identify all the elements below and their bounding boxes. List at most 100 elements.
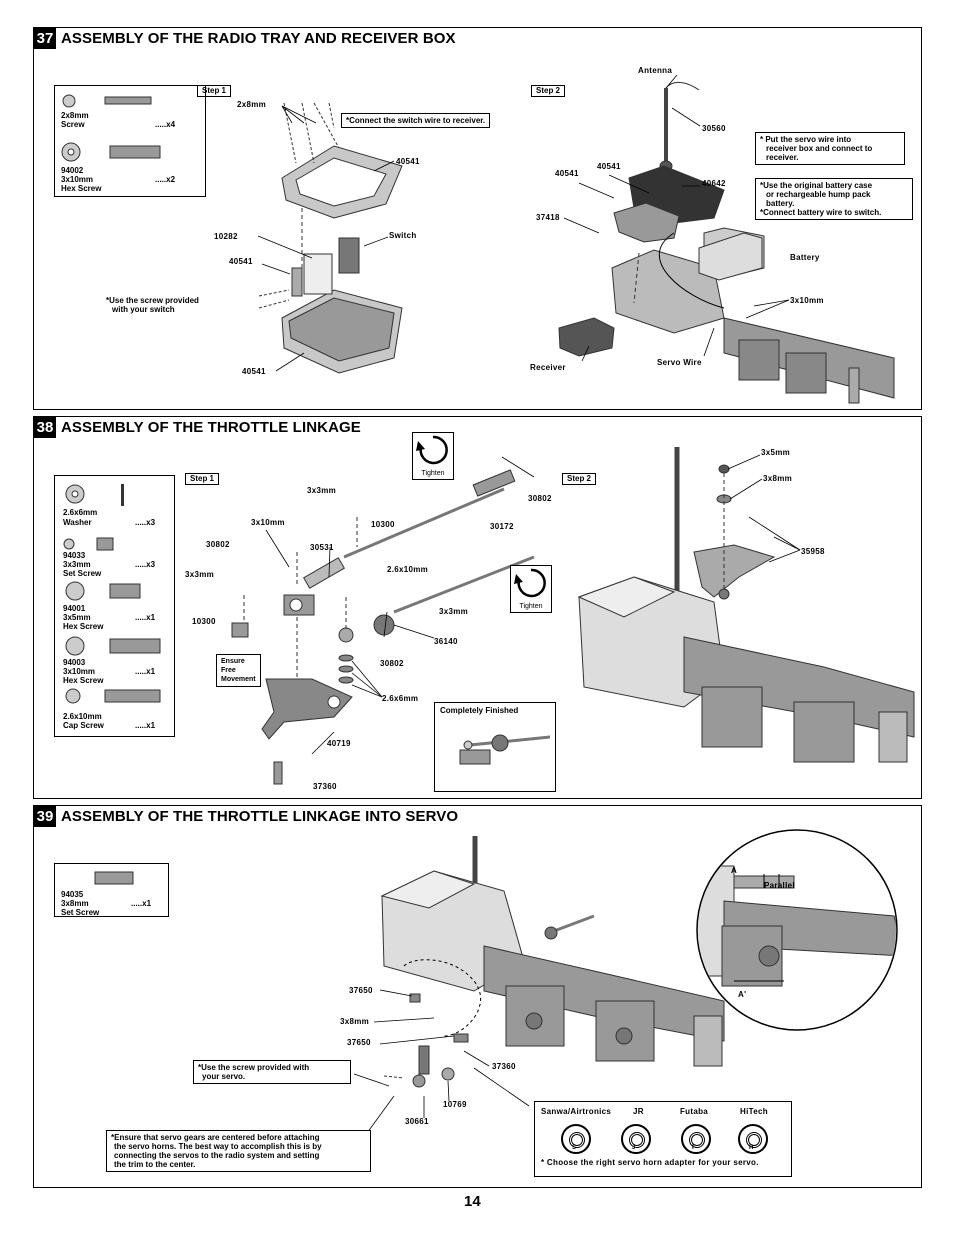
part-size: 3x8mm <box>61 899 89 908</box>
callout: 10769 <box>443 1100 467 1109</box>
callout: 37650 <box>349 986 373 995</box>
section-39: 39 ASSEMBLY OF THE THROTTLE LINKAGE INTO… <box>33 805 922 1188</box>
part-qty: .....x4 <box>155 120 176 129</box>
part-size: 3x10mm <box>61 175 94 184</box>
callout: 10300 <box>192 617 216 626</box>
note-servo-screw: *Use the screw provided with your servo. <box>193 1060 351 1084</box>
part-size: 3x10mm <box>63 667 96 676</box>
brand-futaba: Futaba <box>680 1107 709 1116</box>
horn-adapter-icon[interactable] <box>738 1124 768 1154</box>
callout: Antenna <box>638 66 673 75</box>
tighten-box-b: Tighten <box>510 565 552 613</box>
callout: 2.6x6mm <box>382 694 419 703</box>
callout: 3x5mm <box>761 448 791 457</box>
note-battery: *Use the original battery case or rechar… <box>755 178 913 220</box>
callout: 30661 <box>405 1117 429 1126</box>
section-title: ASSEMBLY OF THE RADIO TRAY AND RECEIVER … <box>61 30 456 47</box>
section-37: 37 ASSEMBLY OF THE RADIO TRAY AND RECEIV… <box>33 27 922 410</box>
callout: 37650 <box>347 1038 371 1047</box>
page-number: 14 <box>464 1193 481 1210</box>
callout: Switch <box>389 231 417 240</box>
section-number: 39 <box>34 806 56 827</box>
section-39-header: 39 ASSEMBLY OF THE THROTTLE LINKAGE INTO… <box>34 806 458 827</box>
callout: A <box>731 866 738 875</box>
part-name: Hex Screw <box>63 676 104 685</box>
rotate-arrow-icon <box>416 435 448 465</box>
callout: 40541 <box>242 367 266 376</box>
callout: 30172 <box>490 522 514 531</box>
callout: 40541 <box>597 162 621 171</box>
rotate-arrow-icon <box>514 568 546 598</box>
section-38: 38 ASSEMBLY OF THE THROTTLE LINKAGE <box>33 416 922 799</box>
horn-adapter-icon[interactable] <box>561 1124 591 1154</box>
part-qty: .....x2 <box>155 175 176 184</box>
part-name: Set Screw <box>61 908 100 917</box>
part-qty: .....x1 <box>135 667 156 676</box>
callout: 36140 <box>434 637 458 646</box>
callout: 40541 <box>396 157 420 166</box>
callout: 35958 <box>801 547 825 556</box>
step-2-label: Step 2 <box>562 473 597 485</box>
part-name: Hex Screw <box>61 184 102 193</box>
callout: 30560 <box>702 124 726 133</box>
part-name: Hex Screw <box>63 622 104 631</box>
part-size: 2.6x10mm <box>63 712 102 721</box>
callout: 3x10mm <box>790 296 824 305</box>
section-title: ASSEMBLY OF THE THROTTLE LINKAGE INTO SE… <box>61 808 459 825</box>
step-1-label: Step 1 <box>185 473 220 485</box>
part-size: 3x5mm <box>63 613 91 622</box>
brand-sanwa: Sanwa/Airtronics <box>541 1107 612 1116</box>
parts-box-38: 2.6x6mm Washer .....x3 94033 3x3mm .....… <box>54 475 175 737</box>
throttle-linkage-diagram <box>231 447 915 785</box>
section-number: 38 <box>34 417 56 438</box>
part-name: Screw <box>61 120 85 129</box>
tighten-box-a: Tighten <box>412 432 454 480</box>
part-code: 94002 <box>61 166 84 175</box>
part-qty: .....x1 <box>135 613 156 622</box>
horn-adapter-icon[interactable] <box>681 1124 711 1154</box>
set-screw-icon <box>94 871 134 885</box>
callout: A' <box>738 990 747 999</box>
callout: 37360 <box>313 782 337 791</box>
horn-adapter-icon[interactable] <box>621 1124 651 1154</box>
section-number: 37 <box>34 28 56 49</box>
brand-hitech: HiTech <box>740 1107 768 1116</box>
completely-finished-box: Completely Finished <box>434 702 556 792</box>
horn-letter: F <box>692 1145 696 1151</box>
callout: 10282 <box>214 232 238 241</box>
callout: 40642 <box>702 179 726 188</box>
callout: 30802 <box>380 659 404 668</box>
part-qty: .....x3 <box>135 518 156 527</box>
callout: 3x3mm <box>185 570 215 579</box>
callout: 37418 <box>536 213 560 222</box>
note-servo-wire: * Put the servo wire into receiver box a… <box>755 132 905 165</box>
part-size: 2.6x6mm <box>63 508 98 517</box>
part-qty: .....x3 <box>135 560 156 569</box>
servo-linkage-diagram <box>353 829 898 1145</box>
part-code: 94035 <box>61 890 84 899</box>
callout: 2.6x10mm <box>387 565 429 574</box>
part-qty: .....x1 <box>135 721 156 730</box>
screw-icons <box>61 94 161 162</box>
servo-horn-adapters: Sanwa/Airtronics JR Futaba HiTech S J F … <box>534 1101 792 1177</box>
callout: 3x3mm <box>439 607 469 616</box>
section-38-header: 38 ASSEMBLY OF THE THROTTLE LINKAGE <box>34 417 361 438</box>
callout: 3x8mm <box>763 474 793 483</box>
finished-linkage-drawing <box>459 734 551 765</box>
section-title: ASSEMBLY OF THE THROTTLE LINKAGE <box>61 419 361 436</box>
part-name: Washer <box>63 518 92 527</box>
callout: 40541 <box>555 169 579 178</box>
callout: 3x10mm <box>251 518 285 527</box>
ensure-free-movement: Ensure Free Movement <box>216 654 261 687</box>
callout: 30802 <box>206 540 230 549</box>
callout: 3x8mm <box>340 1017 370 1026</box>
part-code: 94001 <box>63 604 86 613</box>
callout: 30802 <box>528 494 552 503</box>
callout: 40719 <box>327 739 351 748</box>
note-connect-switch: *Connect the switch wire to receiver. <box>341 113 491 128</box>
step-2-label: Step 2 <box>531 85 566 97</box>
radio-tray-diagram <box>257 74 895 404</box>
callout: 2x8mm <box>237 100 267 109</box>
part-name: Set Screw <box>63 569 102 578</box>
part-size: 3x3mm <box>63 560 91 569</box>
